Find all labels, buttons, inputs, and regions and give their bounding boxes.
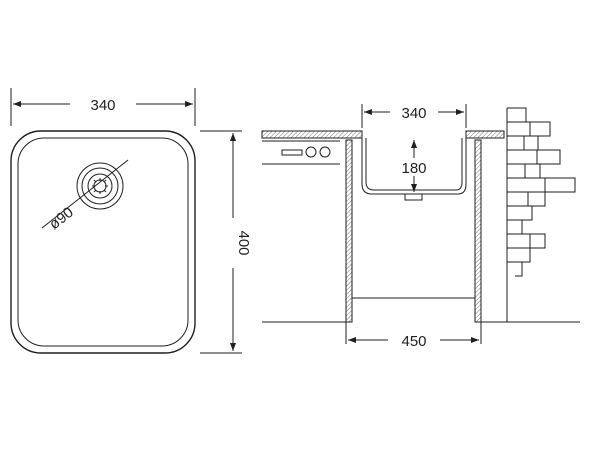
side-view: 340 180 450 [261, 104, 580, 350]
bowl-width-dimension [361, 104, 467, 128]
cabinet-right-wall [474, 139, 482, 323]
bowl-depth-label: 180 [401, 160, 426, 177]
bowl-width-label: 340 [401, 105, 426, 122]
width-dimension [10, 88, 196, 126]
sink-inner-bowl [17, 137, 189, 347]
width-label: 340 [90, 97, 115, 114]
brick-wall [506, 107, 576, 322]
height-label: 400 [235, 230, 252, 255]
cabinet-width-dimension [345, 322, 482, 344]
hob-panel [262, 140, 340, 165]
top-view: ø90 340 400 [10, 88, 252, 354]
cabinet-width-label: 450 [401, 333, 426, 350]
drain-icon [41, 159, 129, 229]
hob-display-icon [281, 149, 303, 156]
knob-icon [305, 146, 317, 158]
cabinet-left-wall [345, 139, 353, 323]
height-dimension [200, 130, 242, 354]
drain-diameter-label: ø90 [46, 204, 77, 233]
sink-outer-rim [10, 130, 196, 354]
drain-outlet-icon [404, 193, 423, 201]
knob-icon [319, 146, 331, 158]
countertop [261, 130, 505, 139]
